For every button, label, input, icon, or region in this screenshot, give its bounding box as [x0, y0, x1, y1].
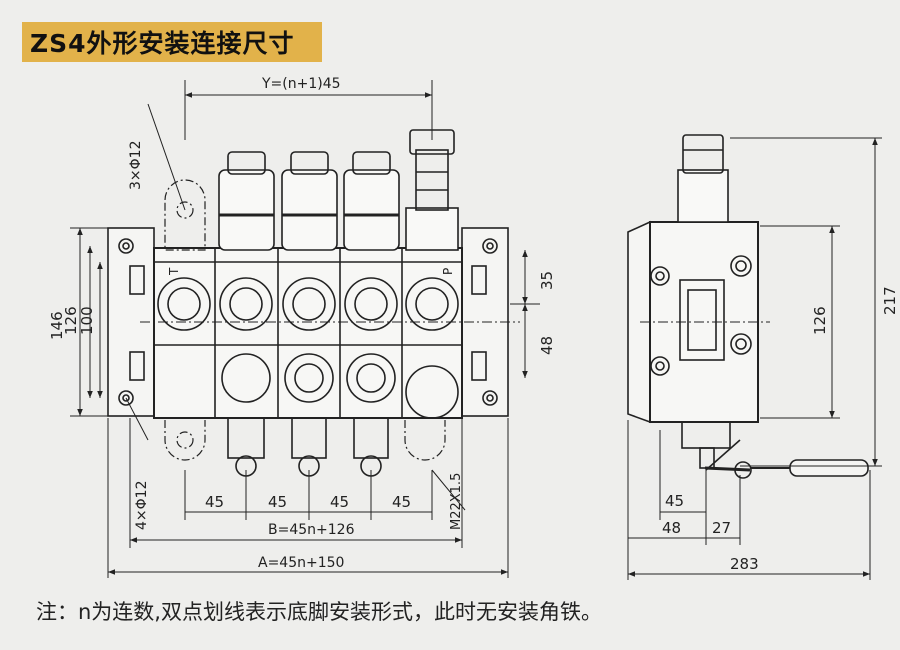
dim-port-48: 48	[538, 336, 556, 355]
dim-holes-bottom: 4×Φ12	[134, 481, 150, 530]
dim-b-total: B=45n+126	[268, 522, 355, 538]
dim-holes-top: 3×Φ12	[128, 141, 144, 190]
dim-side-283: 283	[730, 555, 759, 573]
dim-side-217: 217	[881, 286, 899, 315]
dim-a-total: A=45n+150	[258, 555, 344, 571]
dim-height-100: 100	[78, 306, 96, 335]
page-title: ZS4外形安装连接尺寸	[30, 29, 295, 58]
dim-pitch-1: 45	[205, 493, 224, 511]
dim-height-146: 146	[48, 311, 66, 340]
dim-pitch-4: 45	[392, 493, 411, 511]
dim-side-45: 45	[665, 492, 684, 510]
dim-height-126: 126	[62, 306, 80, 335]
dim-side-48: 48	[662, 519, 681, 537]
side-view	[627, 134, 869, 479]
dim-port-35: 35	[538, 271, 556, 290]
dim-y-total: Y=(n+1)45	[261, 76, 341, 92]
port-t-label: T	[167, 267, 181, 276]
dimension-labels: Y=(n+1)45 3×Φ12 4×Φ12 146 126 100 35 48 …	[48, 76, 899, 573]
footnote: 注：n为连数,双点划线表示底脚安装形式，此时无安装角铁。	[36, 600, 602, 624]
title-banner: ZS4外形安装连接尺寸	[22, 22, 322, 62]
dim-pitch-2: 45	[268, 493, 287, 511]
dim-pitch-3: 45	[330, 493, 349, 511]
dim-side-27: 27	[712, 519, 731, 537]
front-dimensions	[70, 80, 540, 578]
dim-side-126: 126	[811, 306, 829, 335]
side-dimensions	[627, 137, 882, 580]
dim-thread: M22X1.5	[449, 473, 464, 530]
front-view	[107, 129, 520, 477]
port-p-label: P	[441, 268, 455, 275]
